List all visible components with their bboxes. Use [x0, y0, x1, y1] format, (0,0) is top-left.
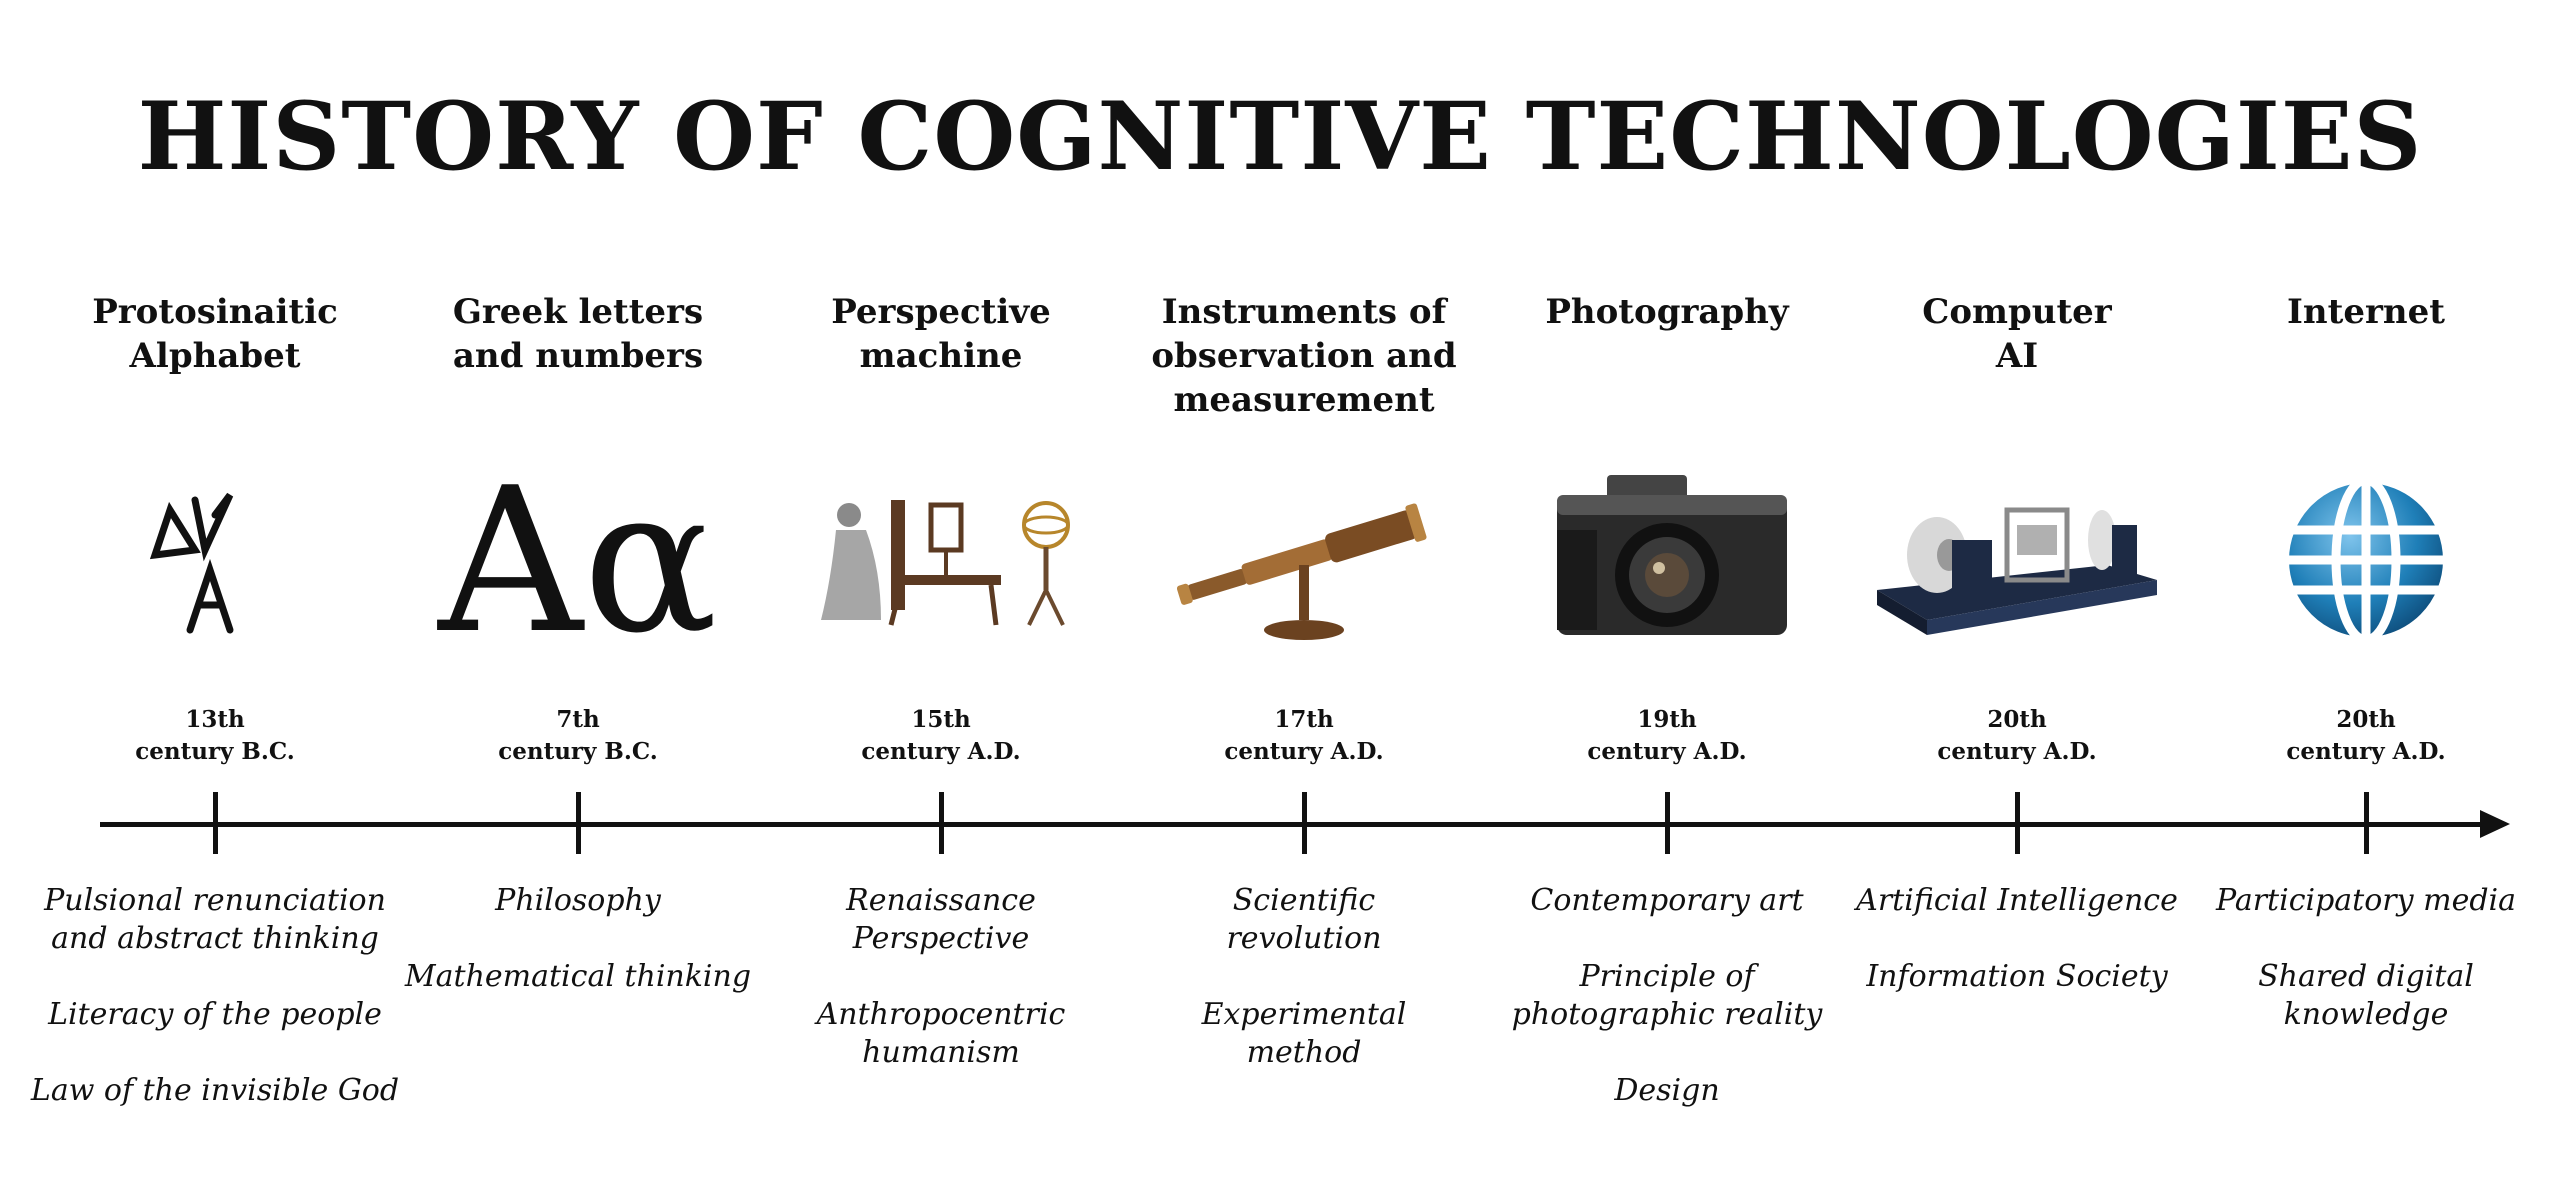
milestone-heading: Protosinaitic Alphabet: [92, 292, 338, 376]
milestone-heading: Internet: [2287, 292, 2445, 332]
timeline-tick: [1665, 792, 1670, 854]
timeline-tick: [2364, 792, 2369, 854]
timeline-tick: [2015, 792, 2020, 854]
milestone-notes: Contemporary art Principle of photograph…: [1511, 883, 1823, 1108]
milestone-date: 13th century B.C.: [135, 706, 295, 765]
milestone-notes: Participatory media Shared digital knowl…: [2215, 883, 2517, 1032]
timeline-tick: [1302, 792, 1307, 854]
milestone-date: 7th century B.C.: [498, 706, 658, 765]
protosinaitic-glyphs-icon: [65, 470, 365, 650]
computer-machine-icon: [1867, 470, 2167, 650]
milestone-date: 19th century A.D.: [1587, 706, 1747, 765]
svg-text:Aα: Aα: [436, 445, 718, 678]
timeline-arrowhead: [2480, 810, 2510, 838]
milestone-notes: Philosophy Mathematical thinking: [404, 883, 752, 994]
milestone-heading: Computer AI: [1922, 292, 2112, 376]
milestone-date: 15th century A.D.: [861, 706, 1021, 765]
timeline-tick: [939, 792, 944, 854]
milestone-date: 17th century A.D.: [1224, 706, 1384, 765]
page-title: HISTORY OF COGNITIVE TECHNOLOGIES: [137, 82, 2423, 192]
timeline-tick: [576, 792, 581, 854]
milestone-heading: Perspective machine: [831, 292, 1051, 376]
greek-letters-icon: Aα: [428, 445, 728, 678]
camera-icon: [1517, 470, 1817, 650]
milestone-date: 20th century A.D.: [2286, 706, 2446, 765]
telescope-icon: [1154, 470, 1454, 650]
timeline-axis: [100, 822, 2495, 827]
milestone-notes: Renaissance Perspective Anthropocentric …: [816, 883, 1066, 1070]
milestone-heading: Photography: [1545, 292, 1789, 332]
perspective-machine-icon: [791, 470, 1091, 650]
milestone-notes: Artificial Intelligence Information Soci…: [1856, 883, 2178, 994]
milestone-heading: Instruments of observation and measureme…: [1151, 292, 1457, 420]
timeline-tick: [213, 792, 218, 854]
milestone-date: 20th century A.D.: [1937, 706, 2097, 765]
milestone-notes: Scientific revolution Experimental metho…: [1201, 883, 1407, 1070]
milestone-heading: Greek letters and numbers: [452, 292, 704, 376]
milestone-notes: Pulsional renunciation and abstract thin…: [30, 883, 400, 1108]
globe-icon: [2216, 470, 2516, 650]
